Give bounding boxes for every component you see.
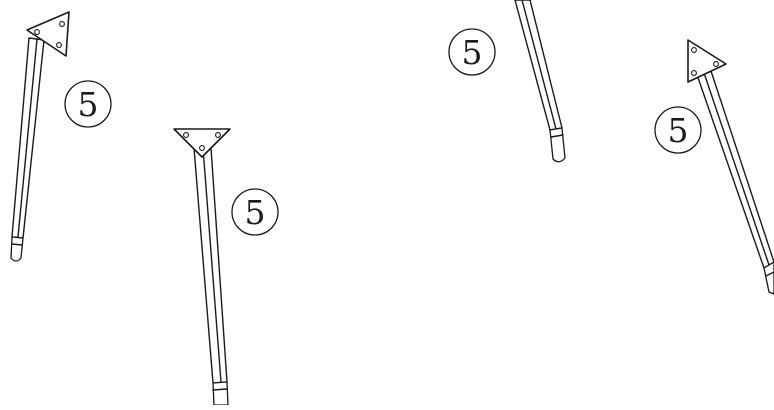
part-callout-4: 5 xyxy=(654,106,702,154)
table-leg-1 xyxy=(10,11,70,262)
leg-1-foot-cap xyxy=(10,236,24,262)
leg-2-mounting-plate xyxy=(173,128,231,158)
table-leg-3 xyxy=(514,0,566,163)
leg-1-mounting-plate xyxy=(26,11,70,57)
leg-2-screw-hole xyxy=(199,145,205,151)
leg-1-screw-hole xyxy=(56,42,62,48)
callout-circle xyxy=(231,188,279,236)
leg-2-body xyxy=(193,147,228,384)
leg-1-screw-hole xyxy=(59,21,65,27)
leg-4-body xyxy=(695,67,774,269)
table-leg-4 xyxy=(687,39,774,295)
callout-circle xyxy=(448,28,496,76)
leg-4-screw-hole xyxy=(713,61,719,67)
callout-circle xyxy=(64,80,112,128)
leg-3-inner-line xyxy=(521,0,557,130)
leg-2-foot-cap xyxy=(212,381,229,406)
part-callout-3: 5 xyxy=(448,28,496,76)
callout-number: 5 xyxy=(668,111,689,150)
callout-number: 5 xyxy=(462,33,483,72)
leg-1-inner-line xyxy=(17,38,38,238)
leg-2-inner-line xyxy=(202,147,222,383)
leg-3-foot-line xyxy=(550,134,564,138)
leg-4-mounting-plate xyxy=(687,39,727,83)
leg-1-foot-line xyxy=(11,243,23,246)
leg-4-foot-line xyxy=(765,271,774,277)
leg-3-foot-cap xyxy=(549,127,566,163)
part-callout-1: 5 xyxy=(64,80,112,128)
callout-number: 5 xyxy=(78,85,99,124)
leg-1-screw-hole xyxy=(34,29,40,35)
leg-2-screw-hole xyxy=(215,132,221,138)
leg-2-screw-hole xyxy=(183,132,189,138)
leg-2-foot-line xyxy=(212,388,228,391)
leg-4-screw-hole xyxy=(691,47,697,53)
part-callout-2: 5 xyxy=(231,188,279,236)
table-leg-2 xyxy=(173,128,231,406)
leg-4-foot-cap xyxy=(763,261,774,295)
leg-4-inner-line xyxy=(702,69,770,266)
callout-circle xyxy=(654,106,702,154)
leg-4-screw-hole xyxy=(691,70,697,76)
callout-number: 5 xyxy=(245,193,266,232)
